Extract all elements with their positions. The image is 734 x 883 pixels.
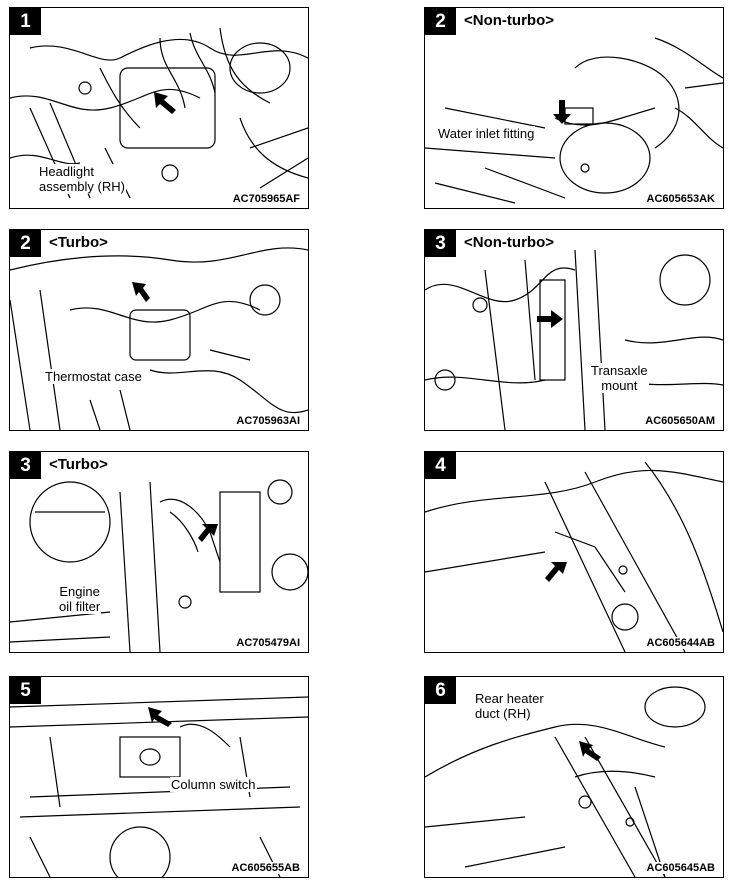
step-number-badge: 5 bbox=[10, 677, 41, 704]
pointer-arrow-icon bbox=[198, 524, 218, 542]
figure-code: AC705479AI bbox=[234, 637, 302, 649]
pointer-arrow-icon bbox=[148, 707, 172, 727]
panel-step-3-non-turbo: 3 <Non-turbo> Transaxle mount AC605650AM bbox=[424, 229, 724, 431]
engine-oil-filter-label: Engine oil filter bbox=[58, 584, 102, 614]
variant-label: <Turbo> bbox=[47, 234, 110, 251]
figure-code: AC605655AB bbox=[229, 862, 302, 874]
engine-bay-illustration bbox=[10, 479, 308, 652]
thermostat-case-label: Thermostat case bbox=[44, 369, 143, 384]
panel-step-2-turbo: 2 <Turbo> Thermostat case AC705963AI bbox=[9, 229, 309, 431]
pointer-arrow-icon bbox=[154, 92, 176, 114]
pointer-arrow-icon bbox=[545, 562, 567, 582]
transaxle-mount-label: Transaxle mount bbox=[590, 363, 649, 393]
figure-code: AC705965AF bbox=[230, 193, 302, 205]
step-number-badge: 6 bbox=[425, 677, 456, 704]
figure-code: AC605644AB bbox=[644, 637, 717, 649]
panel-step-1: 1 Headlight assembly (RH) AC705965AF bbox=[9, 7, 309, 209]
panel-step-2-non-turbo: 2 <Non-turbo> Water inlet fitting AC6056… bbox=[424, 7, 724, 209]
figure-code: AC605650AM bbox=[643, 415, 717, 427]
step-number-badge: 4 bbox=[425, 452, 456, 479]
pointer-arrow-icon bbox=[553, 100, 571, 124]
variant-label: <Turbo> bbox=[47, 456, 110, 473]
pointer-arrow-icon bbox=[579, 741, 601, 761]
panel-step-6: 6 Rear heater duct (RH) AC605645AB bbox=[424, 676, 724, 878]
variant-label: <Non-turbo> bbox=[462, 234, 556, 251]
underbody-illustration bbox=[425, 461, 723, 652]
engine-bay-illustration bbox=[10, 247, 308, 430]
panel-step-3-turbo: 3 <Turbo> Engine oil filter AC705479AI bbox=[9, 451, 309, 653]
step-number-badge: 2 bbox=[10, 230, 41, 257]
panel-step-5: 5 Column switch AC605655AB bbox=[9, 676, 309, 878]
step-number-badge: 2 bbox=[425, 8, 456, 35]
figure-code: AC605653AK bbox=[644, 193, 717, 205]
interior-duct-illustration bbox=[425, 686, 706, 877]
column-switch-label: Column switch bbox=[170, 777, 257, 792]
rear-heater-duct-label: Rear heater duct (RH) bbox=[474, 691, 545, 721]
pointer-arrow-icon bbox=[132, 282, 150, 302]
panel-step-4: 4 AC605644AB bbox=[424, 451, 724, 653]
engine-bay-illustration bbox=[425, 37, 723, 204]
engine-bay-illustration bbox=[425, 249, 723, 430]
variant-label: <Non-turbo> bbox=[462, 12, 556, 29]
water-inlet-fitting-label: Water inlet fitting bbox=[437, 126, 536, 141]
figure-code: AC605645AB bbox=[644, 862, 717, 874]
pointer-arrow-icon bbox=[537, 310, 563, 328]
step-number-badge: 3 bbox=[10, 452, 41, 479]
step-number-badge: 3 bbox=[425, 230, 456, 257]
figure-code: AC705963AI bbox=[234, 415, 302, 427]
step-number-badge: 1 bbox=[10, 8, 41, 35]
headlight-assembly-label: Headlight assembly (RH) bbox=[38, 164, 126, 194]
